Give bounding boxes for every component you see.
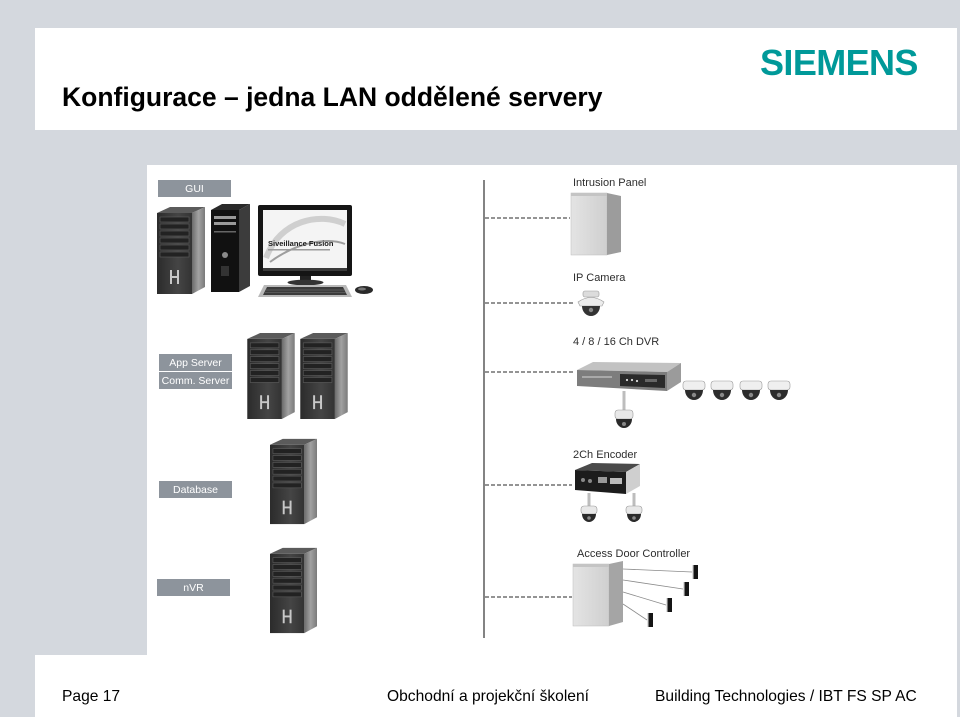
card-reader-icon	[683, 582, 689, 596]
gui-label-text: GUI	[185, 183, 204, 195]
dvr-label: 4 / 8 / 16 Ch DVR	[573, 336, 659, 348]
gui-tower-icon	[157, 206, 205, 294]
ip-camera-label: IP Camera	[573, 272, 626, 284]
nvr-label-text: nVR	[183, 582, 204, 594]
encoder-label: 2Ch Encoder	[573, 449, 638, 461]
door-controller-label: Access Door Controller	[577, 548, 690, 560]
monitor-icon: Siveillance Fusion	[258, 205, 352, 286]
encoder-icon	[575, 463, 640, 494]
database-label: Database	[159, 481, 232, 498]
diagram-canvas: GUI App Server Comm. Server Database nVR	[157, 177, 791, 638]
monitor-screen-title: Siveillance Fusion	[268, 239, 334, 248]
gui-label: GUI	[158, 180, 231, 197]
header-bar: Konfigurace – jedna LAN oddělené servery…	[35, 28, 957, 130]
dome-camera-icon	[682, 380, 706, 400]
desktop-pc-icon	[211, 204, 250, 292]
dvr-icon	[577, 362, 681, 391]
nvr-label: nVR	[157, 579, 230, 596]
comm-server-tower-icon	[300, 332, 348, 419]
network-diagram: GUI App Server Comm. Server Database nVR	[147, 165, 957, 655]
pendant-camera-icon	[580, 493, 598, 522]
app-server-label: App Server	[159, 354, 232, 371]
ip-camera-icon	[577, 290, 605, 316]
app-server-label-text: App Server	[169, 357, 222, 369]
page-number: Page 17	[62, 688, 121, 705]
dome-camera-icon	[710, 380, 734, 400]
course-name: Obchodní a projekční školení	[387, 688, 589, 705]
siemens-logo: SIEMENS	[760, 42, 918, 83]
door-controller-icon	[572, 561, 623, 627]
footer: Page 17 Obchodní a projekční školení Bui…	[35, 655, 957, 717]
dome-camera-icon	[739, 380, 763, 400]
card-reader-icon	[647, 613, 653, 627]
mouse-icon	[355, 286, 373, 294]
comm-server-label-text: Comm. Server	[162, 375, 230, 387]
comm-server-label: Comm. Server	[159, 372, 232, 389]
intrusion-panel-icon	[570, 192, 621, 256]
card-reader-icon	[666, 598, 672, 612]
database-tower-icon	[270, 437, 317, 525]
database-label-text: Database	[173, 484, 218, 496]
pendant-camera-icon	[614, 391, 634, 428]
nvr-tower-icon	[270, 546, 317, 634]
pendant-camera-icon	[625, 493, 643, 522]
slide-title: Konfigurace – jedna LAN oddělené servery	[62, 82, 603, 112]
reader-wiring	[622, 568, 693, 621]
division-name: Building Technologies / IBT FS SP AC	[655, 688, 917, 705]
app-server-tower-icon	[247, 332, 295, 419]
keyboard-icon	[258, 285, 352, 297]
intrusion-panel-label: Intrusion Panel	[573, 177, 646, 189]
dome-camera-icon	[767, 380, 791, 400]
card-reader-icon	[692, 565, 698, 579]
